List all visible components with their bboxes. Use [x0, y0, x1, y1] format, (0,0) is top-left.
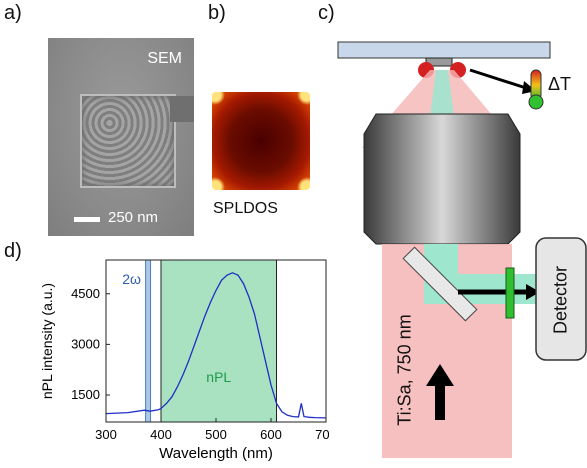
heat-arrow [469, 68, 527, 90]
filter [505, 267, 515, 319]
band-label-0: 2ω [122, 271, 141, 287]
panel-label-d: d) [4, 240, 22, 262]
y-axis-label: nPL intensity (a.u.) [39, 283, 55, 399]
signal-arrow-head [526, 284, 540, 300]
detector-label: Detector [550, 265, 571, 335]
band-1 [160, 259, 277, 423]
band-0 [145, 259, 152, 423]
spldos-map [212, 92, 310, 190]
thermometer-bulb [528, 94, 544, 110]
substrate [337, 41, 551, 59]
x-tick-label: 300 [95, 427, 117, 442]
y-tick-label: 1500 [71, 387, 100, 402]
panel-label-b: b) [208, 2, 226, 24]
x-tick-label: 500 [205, 427, 227, 442]
panel-label-a: a) [4, 2, 22, 24]
setup-diagram [337, 41, 587, 458]
sem-image: SEM 250 nm [48, 38, 194, 236]
y-tick-label: 3000 [71, 336, 100, 351]
band-label-1: nPL [206, 369, 231, 385]
scale-bar-label: 250 nm [108, 209, 159, 226]
laser-label: Ti:Sa, 750 nm [394, 314, 415, 426]
dichroic-mirror [402, 246, 478, 322]
npl-spectrum-chart: 2ω nPL 300 400 500 600 700 1500 3000 4500 Wavel… [39, 259, 330, 462]
scale-bar [74, 217, 100, 222]
spldos-caption: SPLDOS [213, 200, 278, 217]
x-tick-label: 600 [260, 427, 282, 442]
series-line-0 [105, 272, 327, 419]
delta-t-label: ΔT [548, 74, 572, 94]
x-tick-label: 400 [150, 427, 172, 442]
panel-label-c: c) [318, 2, 335, 24]
laser-arrow-head [426, 364, 454, 386]
sem-tab [170, 96, 194, 122]
x-axis-label: Wavelength (nm) [159, 445, 273, 462]
sem-square [80, 94, 176, 188]
detector-box [535, 237, 587, 361]
x-tick-label: 700 [315, 427, 330, 442]
sem-tag: SEM [147, 50, 182, 67]
objective-lens [363, 113, 521, 245]
y-tick-label: 4500 [71, 286, 100, 301]
